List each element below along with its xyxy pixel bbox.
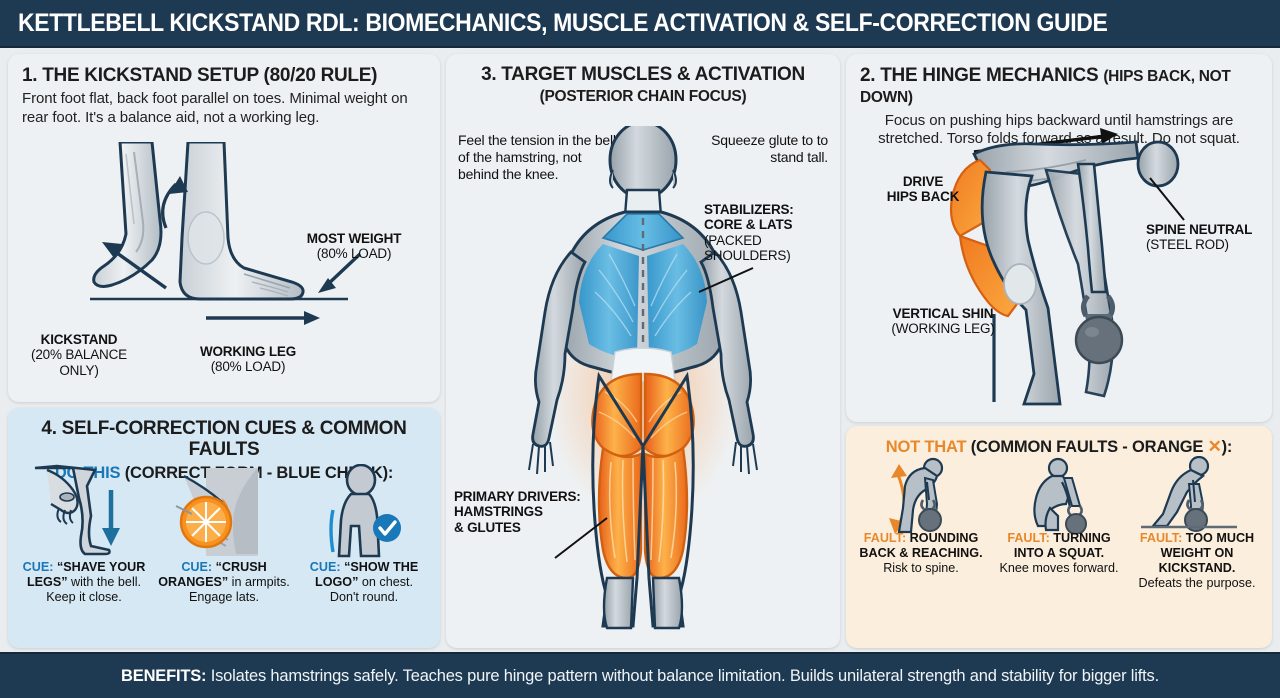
fault-captions-row: FAULT: ROUNDING BACK & REACHING. Risk to… <box>846 531 1272 591</box>
benefits-body: Isolates hamstrings safely. Teaches pure… <box>206 666 1159 685</box>
panel5-subtitle: NOT THAT (COMMON FAULTS - ORANGE ✕): <box>846 426 1272 457</box>
not-that-tail: ): <box>1221 438 1233 456</box>
torso-check-badge-icon <box>329 464 402 558</box>
cue-item: CUE: “SHAVE YOUR LEGS” with the bell. Ke… <box>22 560 146 605</box>
hinge-mechanics-figure <box>949 128 1185 406</box>
cue-item: CUE: “CRUSH ORANGES” in armpits. Engage … <box>158 560 290 605</box>
cue-item: CUE: “SHOW THE LOGO” on chest. Don't rou… <box>309 560 419 605</box>
panels-grid: 1. THE KICKSTAND SETUP (80/20 RULE) Fron… <box>0 50 1280 652</box>
label-spine-neutral: SPINE NEUTRAL (STEEL ROD) <box>1146 222 1253 253</box>
note-hamstring-tension: Feel the tension in the belly of the ham… <box>458 132 623 182</box>
panel1-body: Front foot flat, back foot parallel on t… <box>22 90 408 126</box>
panel-kickstand-setup: 1. THE KICKSTAND SETUP (80/20 RULE) Fron… <box>8 54 440 402</box>
header-bar: KETTLEBELL KICKSTAND RDL: BIOMECHANICS, … <box>0 0 1280 48</box>
label-drive-hips-back: DRIVE HIPS BACK <box>886 174 960 205</box>
cue-illustrations-row <box>8 464 440 560</box>
label-kickstand: KICKSTAND (20% BALANCE ONLY) <box>31 332 127 378</box>
label-stabilizers: STABILIZERS: CORE & LATS (PACKED SHOULDE… <box>704 202 794 263</box>
x-mark-icon: ✕ <box>1207 437 1222 456</box>
note-squeeze-glute: Squeeze glute to to stand tall. <box>711 132 828 165</box>
hand-sliding-down-leg-icon <box>34 464 120 556</box>
posterior-chain-anatomy-figure <box>528 126 758 630</box>
fault-item: FAULT: TOO MUCH WEIGHT ON KICKSTAND. Def… <box>1138 531 1256 591</box>
panel3-title: 3. TARGET MUSCLES & ACTIVATION (POSTERIO… <box>481 64 805 106</box>
panel-self-correction-cues: 4. SELF-CORRECTION CUES & COMMON FAULTS … <box>8 408 440 648</box>
kickstand-feet-illustration <box>90 142 362 325</box>
panel4-title: 4. SELF-CORRECTION CUES & COMMON FAULTS <box>41 418 407 461</box>
rounded-back-figure-icon <box>889 457 944 534</box>
panel1-title: 1. THE KICKSTAND SETUP (80/20 RULE) <box>22 65 378 86</box>
panel-common-faults: NOT THAT (COMMON FAULTS - ORANGE ✕): <box>846 426 1272 648</box>
label-working-leg: WORKING LEG (80% LOAD) <box>199 344 297 375</box>
not-that-rest: (COMMON FAULTS - ORANGE <box>966 438 1208 456</box>
fault-item: FAULT: TURNING INTO A SQUAT. Knee moves … <box>999 531 1119 576</box>
benefits-label: BENEFITS: <box>121 666 207 685</box>
fault-illustrations-row <box>846 456 1272 534</box>
panel2-body: Focus on pushing hips backward until ham… <box>878 111 1240 147</box>
label-primary-drivers: PRIMARY DRIVERS: HAMSTRINGS & GLUTES <box>454 489 581 535</box>
fault-item: FAULT: ROUNDING BACK & REACHING. Risk to… <box>859 531 983 576</box>
cue-captions-row: CUE: “SHAVE YOUR LEGS” with the bell. Ke… <box>8 560 440 605</box>
squat-figure-icon <box>1033 457 1087 534</box>
do-this-rest: (CORRECT FORM - BLUE CHECK): <box>124 463 394 482</box>
panel-hinge-mechanics: 2. THE HINGE MECHANICS (HIPS BACK, NOT D… <box>846 54 1272 422</box>
label-most-weight: MOST WEIGHT (80% LOAD) <box>306 231 402 262</box>
panel2-title: 2. THE HINGE MECHANICS (HIPS BACK, NOT D… <box>860 65 1231 107</box>
not-that-highlight: NOT THAT <box>885 438 967 456</box>
orange-slice-armpit-icon <box>175 468 258 556</box>
benefits-text: BENEFITS: Isolates hamstrings safely. Te… <box>121 666 1159 686</box>
benefits-bar: BENEFITS: Isolates hamstrings safely. Te… <box>0 652 1280 698</box>
label-vertical-shin: VERTICAL SHIN (WORKING LEG) <box>891 306 995 337</box>
overloaded-kickstand-figure-icon <box>1140 456 1237 532</box>
panel-target-muscles: 3. TARGET MUSCLES & ACTIVATION (POSTERIO… <box>446 54 840 648</box>
page-title: KETTLEBELL KICKSTAND RDL: BIOMECHANICS, … <box>18 8 1108 37</box>
